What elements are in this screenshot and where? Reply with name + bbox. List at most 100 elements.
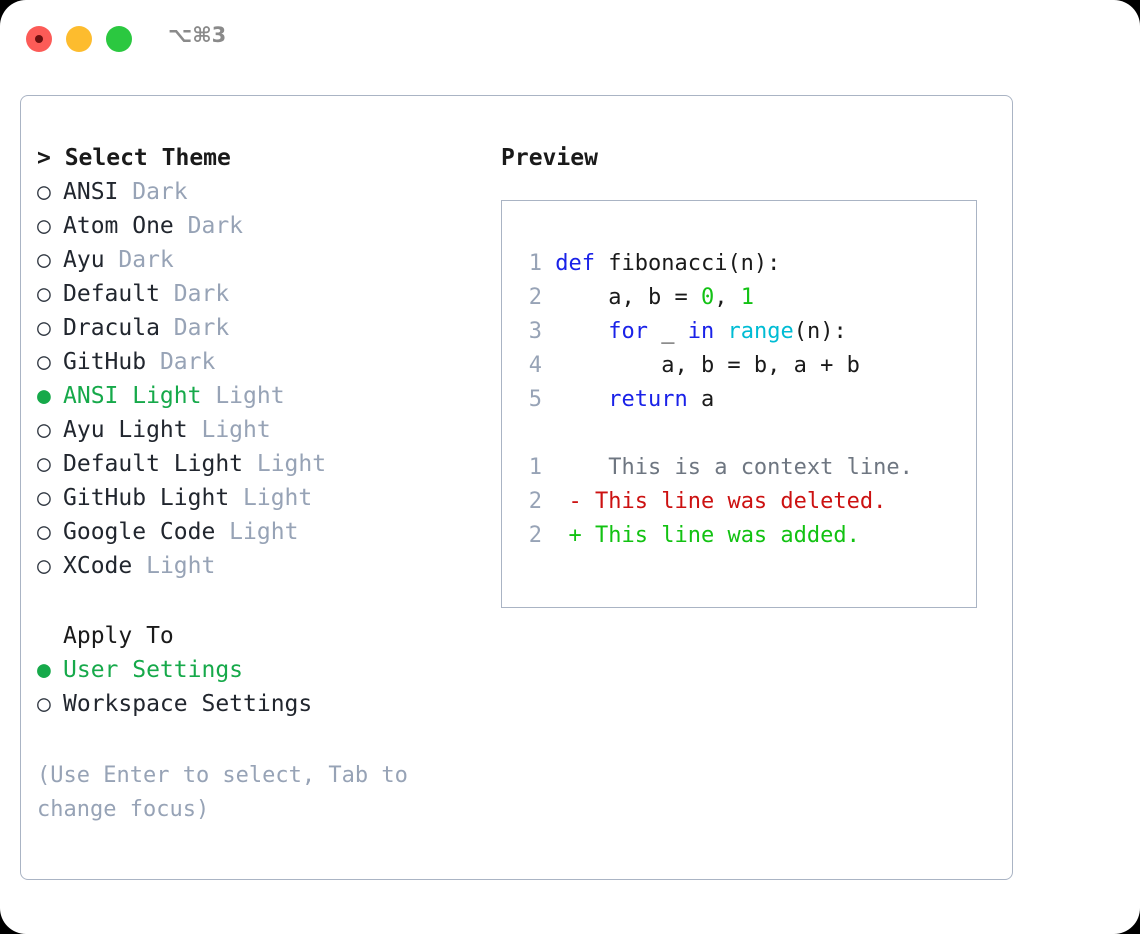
theme-option-variant: Light <box>243 451 327 477</box>
theme-option-variant: Light <box>132 553 216 579</box>
theme-option-variant: Light <box>229 485 313 511</box>
radio-unselected-icon: ○ <box>37 519 51 545</box>
diff-marker: + <box>542 523 582 548</box>
theme-option-atom-one[interactable]: ○Atom One Dark <box>37 209 487 243</box>
radio-unselected-icon: ○ <box>37 417 51 443</box>
code-token: range <box>727 319 794 344</box>
title-bar: ⌥⌘3 <box>0 0 1140 78</box>
code-line: 4 a, b = b, a + b <box>516 349 913 383</box>
theme-option-default-light[interactable]: ○ Default Light Light <box>37 447 487 481</box>
code-token: _ <box>647 319 688 344</box>
diff-text: This line was added. <box>581 523 860 548</box>
theme-option-label: GitHub Light <box>63 485 230 511</box>
theme-option-github[interactable]: ○ GitHub Dark <box>37 345 487 379</box>
code-gutter-space <box>542 387 555 412</box>
code-line: 5 return a <box>516 383 913 417</box>
apply-to-section: Apply To ●User Settings ○ Workspace Settin… <box>37 619 487 721</box>
theme-option-ansi-light[interactable]: ●ANSI Light Light <box>37 379 487 413</box>
theme-selector-column: > Select Theme ○ANSI Dark○Atom One Dark○… <box>37 141 487 827</box>
diff-line: 1 This is a context line. <box>516 451 913 485</box>
code-token: a, b = <box>555 285 701 310</box>
code-gutter-space <box>542 285 555 310</box>
theme-option-ayu-light[interactable]: ○ Ayu Light Light <box>37 413 487 447</box>
code-token: , <box>714 285 741 310</box>
select-theme-heading: > Select Theme <box>37 145 231 171</box>
code-token: return <box>608 387 688 412</box>
radio-unselected-icon: ○ <box>37 691 51 717</box>
apply-to-heading: Apply To <box>63 623 174 649</box>
theme-option-label: Default Light <box>63 451 244 477</box>
diff-marker <box>542 455 582 480</box>
apply-to-option-workspace-settings[interactable]: ○ Workspace Settings <box>37 687 487 721</box>
theme-list[interactable]: ○ANSI Dark○Atom One Dark○Ayu Dark○Defaul… <box>37 175 487 583</box>
diff-marker: - <box>542 489 582 514</box>
theme-option-variant: Light <box>215 519 299 545</box>
radio-unselected-icon: ○ <box>37 485 51 511</box>
theme-option-variant: Dark <box>118 179 188 205</box>
code-token: a, b = b, a + b <box>555 353 860 378</box>
code-gutter-space <box>542 251 555 276</box>
theme-option-label: Google Code <box>63 519 216 545</box>
theme-option-label: XCode <box>63 553 133 579</box>
code-token: fibonacci(n): <box>608 251 781 276</box>
theme-option-variant: Dark <box>159 315 230 341</box>
line-number: 5 <box>528 387 542 412</box>
code-line: 2 a, b = 0, 1 <box>516 281 913 315</box>
maximize-window-button[interactable] <box>106 26 132 52</box>
apply-to-option-label: Workspace Settings <box>63 691 313 717</box>
preview-heading: Preview <box>501 145 598 171</box>
code-gutter-space <box>542 319 555 344</box>
code-token: 0 <box>700 285 715 310</box>
radio-unselected-icon: ○ <box>37 349 51 375</box>
radio-unselected-icon: ○ <box>37 213 51 239</box>
apply-to-option-label: User Settings <box>63 657 244 683</box>
code-token <box>555 387 608 412</box>
theme-option-ansi[interactable]: ○ ANSI Dark <box>37 175 487 209</box>
keyboard-shortcut-label: ⌥⌘3 <box>168 23 227 47</box>
diff-line: 2 - This line was deleted. <box>516 485 913 519</box>
code-diff-separator <box>516 417 913 451</box>
theme-option-label: Ayu <box>63 247 105 273</box>
code-token: a <box>687 387 715 412</box>
theme-option-xcode[interactable]: ○ XCode Light <box>37 549 487 583</box>
code-token: 1 <box>740 285 754 310</box>
radio-unselected-icon: ○ <box>37 451 51 477</box>
code-token <box>714 319 727 344</box>
theme-option-github-light[interactable]: ○ GitHub Light Light <box>37 481 487 515</box>
line-number: 1 <box>528 455 542 480</box>
theme-option-label: Ayu Light <box>63 417 188 443</box>
code-line: 3 for _ in range(n): <box>516 315 913 349</box>
theme-option-label: Default <box>63 281 160 307</box>
theme-option-default[interactable]: ○Default Dark <box>37 277 487 311</box>
apply-to-option-user-settings[interactable]: ●User Settings <box>37 653 487 687</box>
theme-option-label: ANSI <box>63 179 119 205</box>
theme-option-label: GitHub <box>63 349 147 375</box>
code-line: 1 def fibonacci(n): <box>516 247 913 281</box>
code-token <box>555 319 608 344</box>
theme-option-variant: Dark <box>104 247 174 273</box>
line-number: 3 <box>528 319 542 344</box>
theme-option-ayu[interactable]: ○Ayu Dark <box>37 243 487 277</box>
radio-unselected-icon: ○ <box>37 179 51 205</box>
line-number: 2 <box>528 285 542 310</box>
diff-text: This is a context line. <box>581 455 913 480</box>
theme-option-google-code[interactable]: ○ Google Code Light <box>37 515 487 549</box>
line-number: 2 <box>528 489 542 514</box>
theme-option-variant: Dark <box>146 349 216 375</box>
theme-option-variant: Light <box>187 417 271 443</box>
radio-unselected-icon: ○ <box>37 553 51 579</box>
code-token: in <box>687 319 715 344</box>
keyboard-hint-text: (Use Enter to select, Tab to change focu… <box>37 763 408 822</box>
diff-text: This line was deleted. <box>581 489 887 514</box>
theme-option-label: Dracula <box>63 315 160 341</box>
preview-column: Preview 1 def fibonacci(n):2 a, b = 0, 1… <box>501 141 991 608</box>
theme-option-dracula[interactable]: ○Dracula Dark <box>37 311 487 345</box>
theme-option-label: ANSI Light <box>63 383 202 409</box>
code-token: for <box>608 319 648 344</box>
minimize-window-button[interactable] <box>66 26 92 52</box>
apply-to-list[interactable]: ●User Settings ○ Workspace Settings <box>37 653 487 721</box>
line-number: 4 <box>528 353 542 378</box>
